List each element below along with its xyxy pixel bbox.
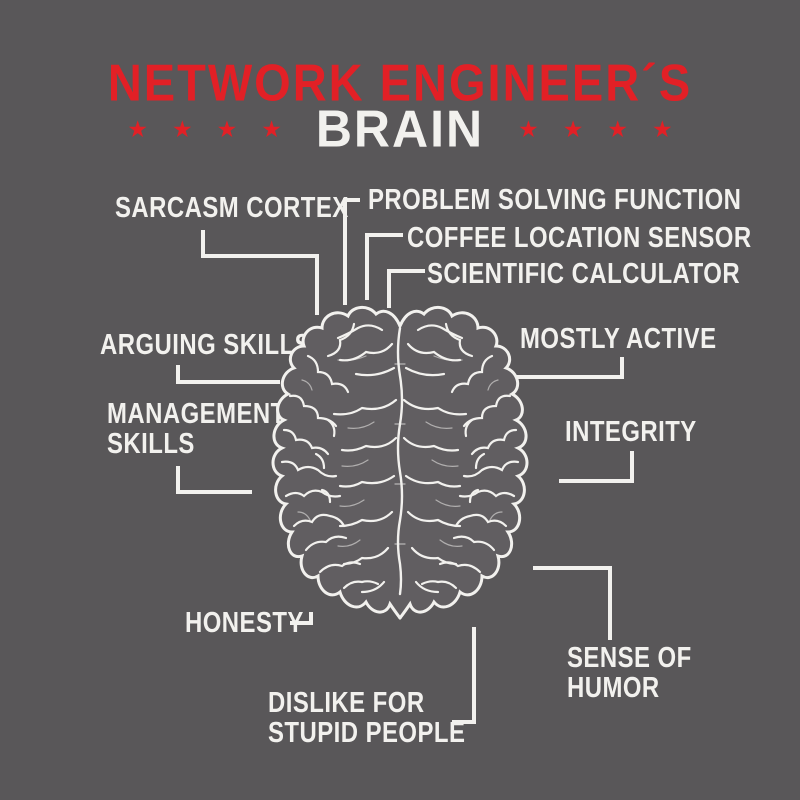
label-mostly-active: MOSTLY ACTIVE [520, 321, 717, 355]
star-icon: ★ [171, 115, 193, 142]
label-management-skills-line1: MANAGEMENT [107, 396, 286, 430]
star-icon: ★ [216, 115, 238, 142]
label-management-skills-line2: SKILLS [107, 425, 195, 459]
label-sense-of-humor: SENSE OF HUMOR [567, 643, 692, 701]
label-dislike-stupid-people-line2: STUPID PEOPLE [268, 714, 466, 748]
connector-arguing-skills [176, 365, 280, 384]
label-coffee-location-sensor: COFFEE LOCATION SENSOR [407, 220, 752, 254]
label-sarcasm-cortex: SARCASM CORTEX [115, 190, 349, 224]
label-sense-of-humor-line1: SENSE OF [567, 640, 692, 674]
label-integrity: INTEGRITY [565, 414, 697, 448]
connector-coffee-location [365, 233, 403, 300]
star-icon: ★ [261, 115, 282, 142]
label-honesty: HONESTY [185, 605, 304, 639]
star-icon: ★ [518, 115, 539, 142]
connector-integrity [559, 451, 634, 483]
brain-illustration [271, 305, 529, 620]
label-management-skills: MANAGEMENT SKILLS [107, 399, 286, 457]
star-icon: ★ [607, 115, 629, 142]
page-title: NETWORK ENGINEER´S [107, 53, 693, 112]
star-icon: ★ [652, 115, 673, 142]
connector-dislike-stupid-people [452, 627, 476, 724]
star-icon: ★ [562, 115, 584, 142]
page-subtitle: BRAIN [315, 99, 485, 159]
star-icon: ★ [127, 115, 148, 142]
label-dislike-stupid-people-line1: DISLIKE FOR [268, 685, 425, 719]
label-sense-of-humor-line2: HUMOR [567, 669, 660, 703]
connector-honesty [290, 612, 313, 625]
connector-mostly-active [516, 357, 624, 379]
title-star-row: ★ ★ ★ ★ BRAIN ★ ★ ★ ★ [0, 99, 800, 159]
connector-problem-solving [343, 198, 360, 305]
label-arguing-skills: ARGUING SKILLS [100, 327, 312, 361]
label-dislike-stupid-people: DISLIKE FOR STUPID PEOPLE [268, 688, 465, 746]
brain-central-fissure [394, 326, 406, 596]
label-problem-solving-function: PROBLEM SOLVING FUNCTION [368, 182, 742, 216]
connector-sense-of-humor [533, 566, 612, 640]
label-scientific-calculator: SCIENTIFIC CALCULATOR [427, 256, 741, 290]
connector-sarcasm-cortex [201, 230, 319, 315]
connector-management-skills [176, 466, 252, 494]
connector-scientific-calculator [387, 269, 425, 308]
